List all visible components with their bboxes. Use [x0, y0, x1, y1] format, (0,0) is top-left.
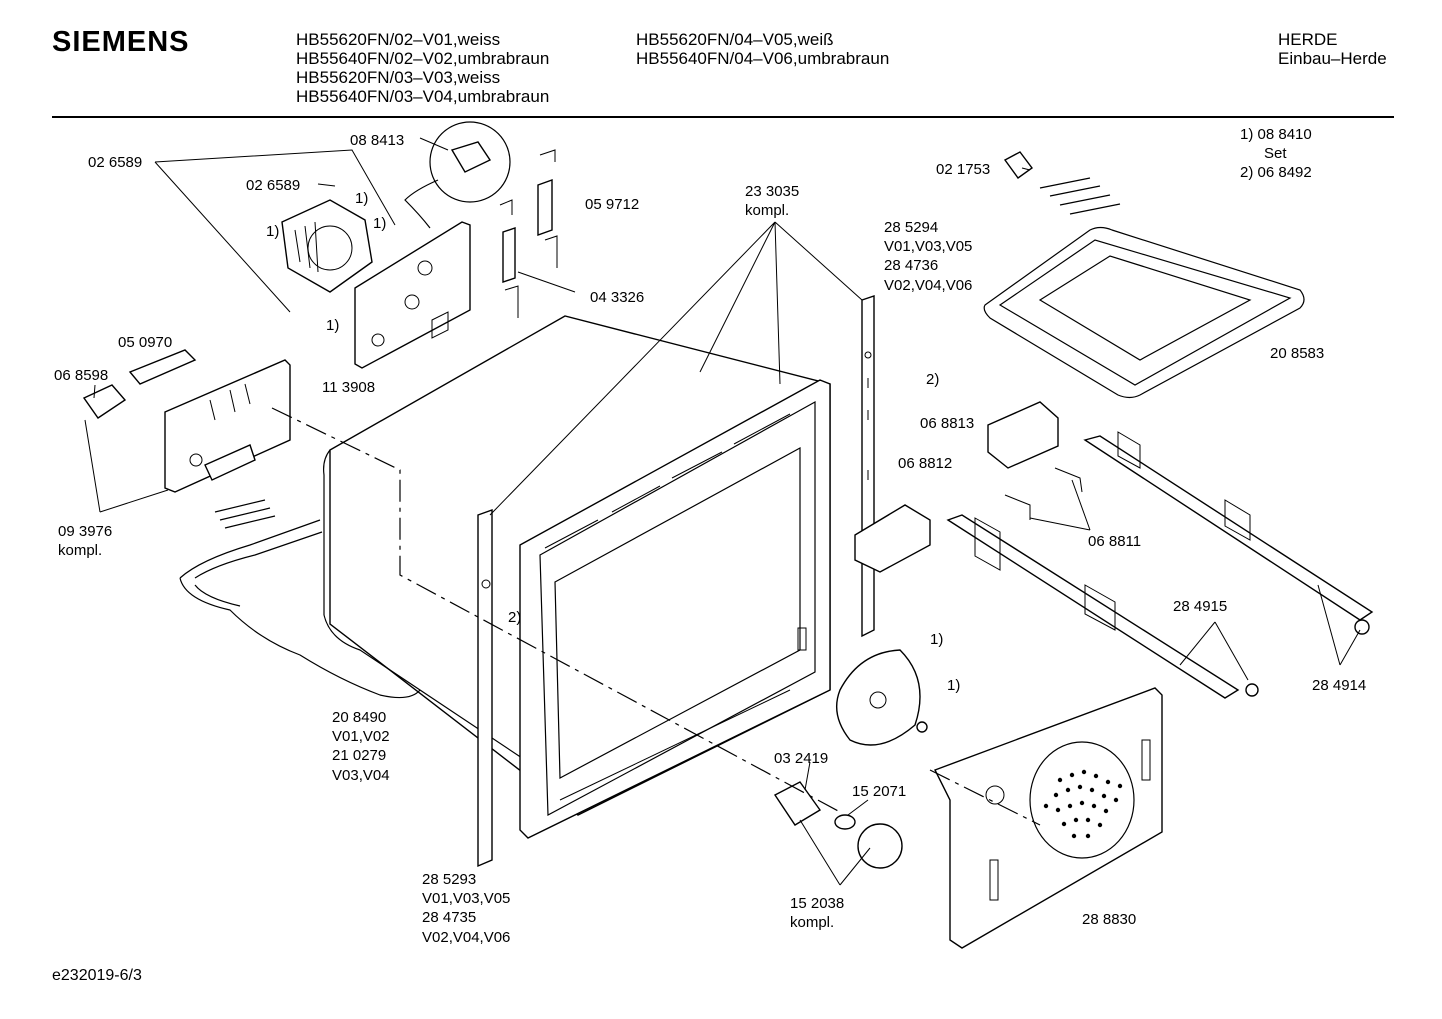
label-093976-1: 09 3976 — [58, 523, 112, 540]
label-208490-2: V01,V02 — [332, 728, 390, 745]
label-285294-1: 28 5294 — [884, 219, 938, 236]
footnote-1d: 1) — [326, 317, 339, 334]
model-line: HB55620FN/04–V05,weiß — [636, 30, 834, 49]
label-032419: 03 2419 — [774, 750, 828, 767]
footnote-2b: 2) — [508, 609, 521, 626]
label-113908: 11 3908 — [322, 379, 375, 396]
side-rail-right — [861, 295, 875, 638]
footnote-1a: 1) — [355, 190, 368, 207]
clips-068811 — [1004, 467, 1083, 520]
left-wall-module — [164, 359, 291, 493]
grill-element — [983, 177, 1305, 399]
holder-part — [854, 504, 931, 573]
label-233035-2: kompl. — [745, 202, 789, 219]
terminal-block — [128, 349, 197, 385]
diagram-code: e232019-6/3 — [52, 967, 142, 984]
lower-heating-element — [179, 499, 421, 699]
note-line-3: 2) 06 8492 — [1240, 164, 1312, 181]
label-284914: 28 4914 — [1312, 677, 1366, 694]
front-frame — [519, 379, 831, 839]
label-152038-1: 15 2038 — [790, 895, 844, 912]
label-068812: 06 8812 — [898, 455, 952, 472]
category-line: HERDE — [1278, 30, 1338, 49]
label-288830: 28 8830 — [1082, 911, 1136, 928]
model-list-2: HB55620FN/04–V05,weiß HB55640FN/04–V06,u… — [636, 30, 889, 68]
fan-motor — [281, 199, 373, 293]
lamp-housing — [987, 401, 1059, 469]
rear-plate — [354, 221, 471, 369]
note-line-1: 1) 08 8410 — [1240, 126, 1312, 143]
thermostat-detail — [404, 121, 511, 229]
label-285293-2: V01,V03,V05 — [422, 890, 510, 907]
label-233035-1: 23 3035 — [745, 183, 799, 200]
model-line: HB55620FN/02–V01,weiss — [296, 30, 501, 49]
label-208490-1: 20 8490 — [332, 709, 386, 726]
label-285293-3: 28 4735 — [422, 909, 476, 926]
label-152071: 15 2071 — [852, 783, 906, 800]
telescopic-rail-upper — [1083, 431, 1374, 635]
label-093976-2: kompl. — [58, 542, 102, 559]
label-285294-2: V01,V03,V05 — [884, 238, 972, 255]
label-208490-4: V03,V04 — [332, 767, 390, 784]
footnote-1c: 1) — [266, 223, 279, 240]
category-line: Einbau–Herde — [1278, 49, 1387, 68]
label-026589a: 02 6589 — [88, 154, 142, 171]
centerline-2 — [929, 769, 1041, 826]
label-021753: 02 1753 — [936, 161, 990, 178]
telescopic-rail-lower — [946, 514, 1259, 699]
label-068598: 06 8598 — [54, 367, 108, 384]
leader-lines — [84, 137, 1361, 886]
label-026589b: 02 6589 — [246, 177, 300, 194]
brackets-top-center — [499, 149, 558, 318]
footnote-1f: 1) — [947, 677, 960, 694]
label-208490-3: 21 0279 — [332, 747, 386, 764]
footnote-2a: 2) — [926, 371, 939, 388]
label-050970: 05 0970 — [118, 334, 172, 351]
label-285293-4: V02,V04,V06 — [422, 929, 510, 946]
footnote-1e: 1) — [930, 631, 943, 648]
model-line: HB55640FN/04–V06,umbrabraun — [636, 49, 890, 68]
label-068813: 06 8813 — [920, 415, 974, 432]
fan-cover — [934, 687, 1163, 949]
header-rule — [52, 116, 1394, 118]
label-285294-4: V02,V04,V06 — [884, 277, 972, 294]
side-rail-left — [477, 509, 493, 868]
part-labels: 02 6589 02 6589 08 8413 05 9712 23 3035 … — [54, 126, 1366, 946]
label-043326: 04 3326 — [590, 289, 644, 306]
brand-logo: SIEMENS — [52, 26, 190, 58]
label-285293-1: 28 5293 — [422, 871, 476, 888]
note-line-2: Set — [1264, 145, 1287, 162]
fan-blade — [836, 649, 928, 746]
category-block: HERDE Einbau–Herde — [1278, 30, 1387, 68]
switch-part — [82, 384, 127, 419]
label-068811: 06 8811 — [1088, 533, 1141, 550]
label-059712: 05 9712 — [585, 196, 639, 213]
label-208583: 20 8583 — [1270, 345, 1324, 362]
oven-lamp — [773, 781, 903, 869]
model-line: HB55620FN/03–V03,weiss — [296, 68, 501, 87]
model-line: HB55640FN/02–V02,umbrabraun — [296, 49, 550, 68]
clip-part — [1003, 151, 1033, 179]
label-088413: 08 8413 — [350, 132, 404, 149]
model-line: HB55640FN/03–V04,umbrabraun — [296, 87, 550, 106]
centerline-1 — [271, 407, 841, 813]
label-284915: 28 4915 — [1173, 598, 1227, 615]
model-list-1: HB55620FN/02–V01,weiss HB55640FN/02–V02,… — [296, 30, 549, 106]
footnote-1b: 1) — [373, 215, 386, 232]
label-152038-2: kompl. — [790, 914, 834, 931]
label-285294-3: 28 4736 — [884, 257, 938, 274]
